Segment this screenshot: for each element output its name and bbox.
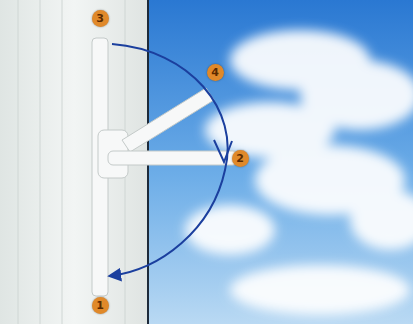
callout-number: 2 [232,150,249,167]
callout-number: 4 [207,64,224,81]
callout-number: 3 [92,10,109,27]
callout-number: 1 [92,297,109,314]
